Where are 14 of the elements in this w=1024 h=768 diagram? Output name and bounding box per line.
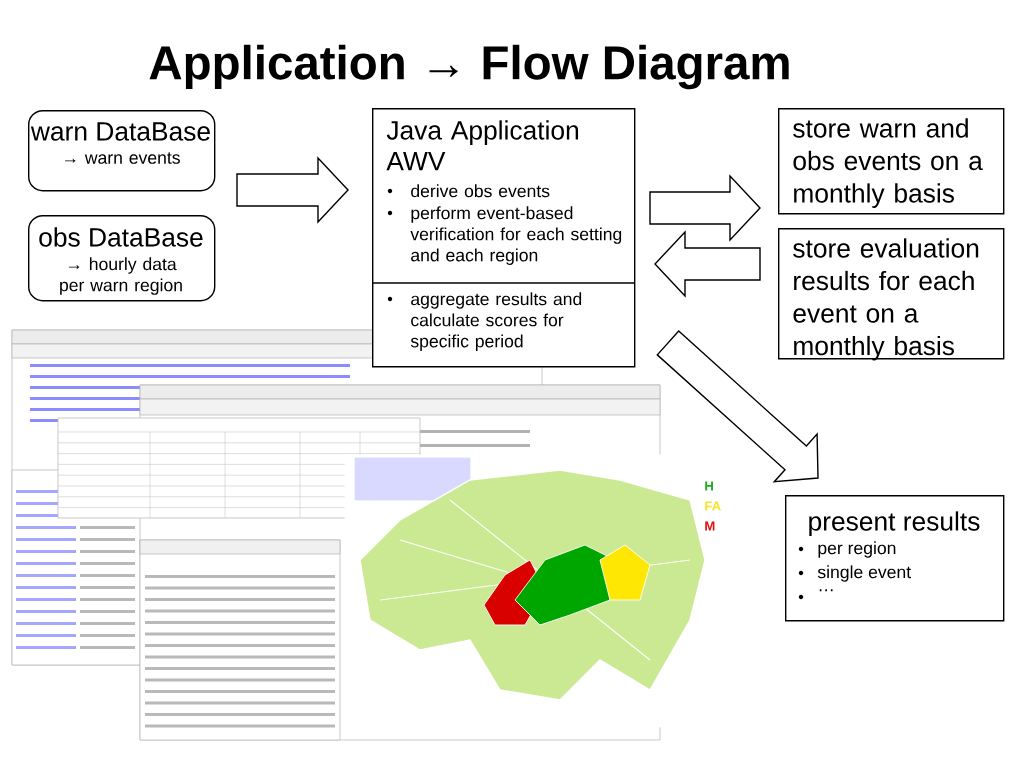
database-box: obs DataBase → hourly data per warn region (28, 215, 216, 302)
legend-label: FA (705, 501, 721, 511)
title: Application → Flow Diagram (149, 44, 789, 90)
block-arrow (654, 230, 761, 298)
legend-label: H (705, 481, 713, 491)
database-box: warn DataBase → warn events (28, 110, 216, 192)
block-arrow (656, 330, 819, 483)
storage-box: store evaluation results for each event on a monthly basis (778, 228, 1005, 361)
output-box: present results per region single event … (785, 495, 1005, 622)
storage-box: store warn and obs events on a monthly basis (778, 108, 1005, 215)
block-arrow (236, 156, 349, 224)
block-arrow (649, 174, 761, 242)
legend-label: M (705, 521, 715, 531)
process-box: Java Application AWV derive obs events perform event-based verification for each setting and each region aggregate results and calculate scores for specific period (371, 108, 636, 368)
